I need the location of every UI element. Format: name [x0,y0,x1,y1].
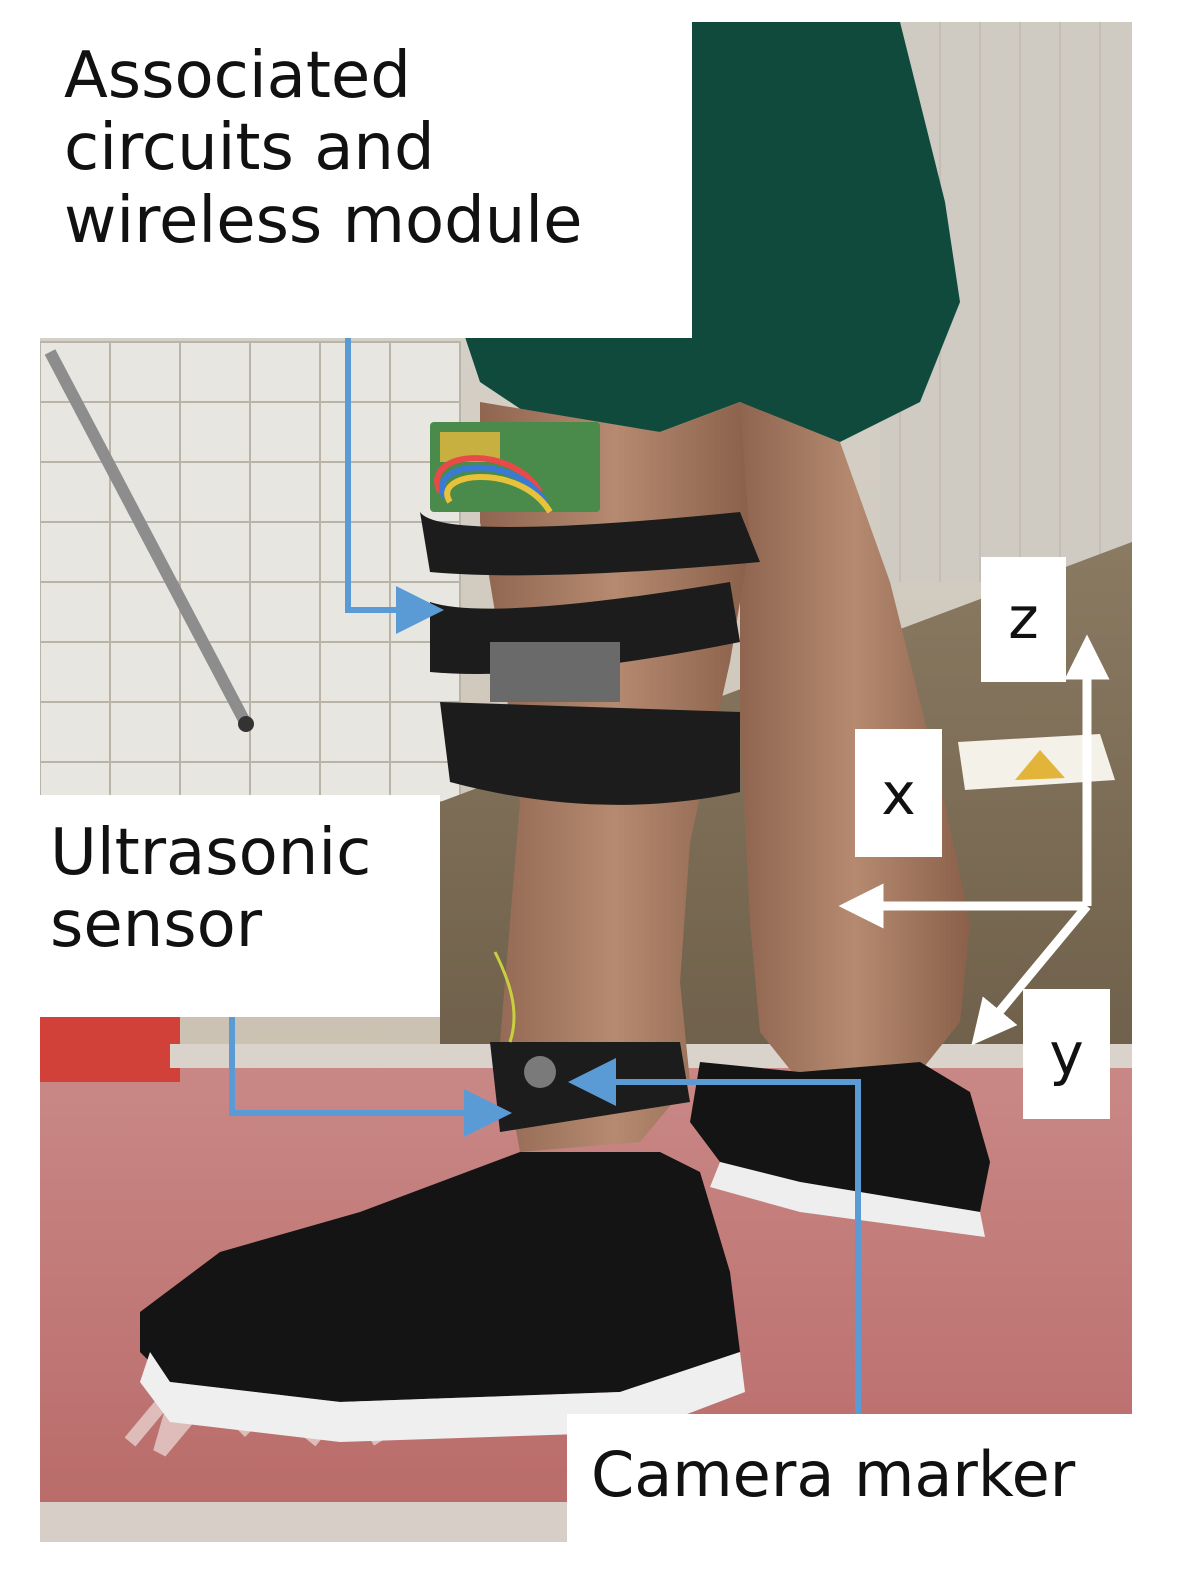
z-axis-label: z [981,557,1066,682]
ribbon-cable [434,455,543,494]
ultrasonic-sensor-label: Ultrasonic sensor [40,795,440,1017]
tripod-leg [44,349,251,725]
sensor-wire [493,951,516,1043]
battery-module [490,642,620,702]
warning-triangle [1015,750,1065,780]
treadmill-edge-red [40,1012,180,1082]
knee-device [420,422,760,805]
circuits-label: Associated circuits and wireless module [40,22,692,338]
tripod-foot [238,716,254,732]
wall-tiles [40,341,461,803]
knee-strap-upper [420,512,760,576]
camera-marker-label: Camera marker [567,1414,1132,1542]
x-axis-label: x [855,729,942,857]
y-axis-label: y [1023,989,1110,1119]
knee-strap-lower [440,702,740,805]
camera-marker-ball [524,1056,556,1088]
